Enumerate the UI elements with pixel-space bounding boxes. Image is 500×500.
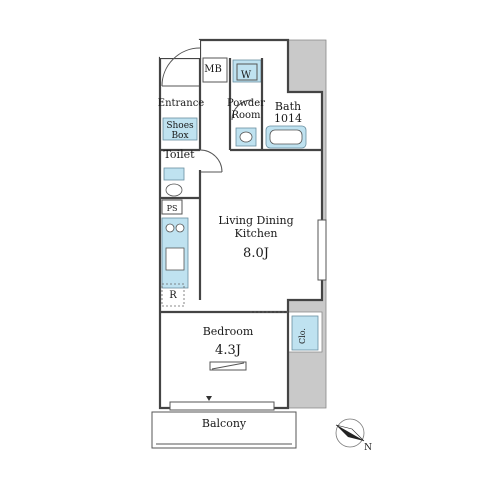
- label-ldk-size: 8.0J: [243, 246, 269, 261]
- label-powder-1: Powder: [227, 98, 265, 109]
- shoes-box: [162, 117, 198, 141]
- refrigerator-space: [161, 283, 185, 307]
- compass-north-label: N: [364, 443, 372, 453]
- label-toilet: Toilet: [163, 148, 195, 161]
- toilet-bowl: [165, 183, 183, 197]
- label-balcony: Balcony: [202, 417, 247, 430]
- bedroom-mark: [209, 361, 247, 371]
- label-shoes-1: Shoes: [166, 121, 194, 131]
- closet: [291, 315, 319, 351]
- bedroom-window: [169, 401, 275, 411]
- label-bedroom: Bedroom: [203, 325, 254, 338]
- label-ldk-2: Kitchen: [235, 227, 278, 240]
- label-entrance: Entrance: [158, 98, 205, 109]
- stove-burner-2: [175, 223, 185, 233]
- label-shoes-2: Box: [171, 131, 188, 141]
- mb-box: [202, 57, 228, 83]
- stove-burner-1: [165, 223, 175, 233]
- entrance-door-swing: [161, 47, 201, 87]
- ps-box: [161, 199, 183, 215]
- toilet-door-swing: [199, 149, 223, 173]
- label-washer: W: [241, 70, 252, 81]
- label-ps: PS: [167, 204, 178, 213]
- ldk-window: [317, 219, 327, 281]
- bathtub-inner: [269, 129, 303, 145]
- balcony-outline: [151, 411, 297, 449]
- label-mb: MB: [204, 64, 222, 75]
- compass-icon: [335, 418, 365, 448]
- label-bedroom-size: 4.3J: [215, 343, 241, 358]
- label-ldk-1: Living Dining: [218, 214, 293, 227]
- washer-icon: [236, 63, 258, 81]
- kitchen-sink: [165, 247, 185, 271]
- label-bath-1: Bath: [275, 100, 301, 113]
- label-closet: Clo.: [298, 328, 307, 344]
- label-powder-2: Room: [231, 110, 261, 121]
- label-refrigerator: R: [169, 290, 177, 301]
- powder-door-swing: [231, 99, 253, 121]
- entry-arrow-icon: [206, 396, 212, 401]
- sink-bowl: [239, 131, 253, 143]
- label-bath-2: 1014: [274, 112, 302, 125]
- toilet-tank: [163, 167, 185, 181]
